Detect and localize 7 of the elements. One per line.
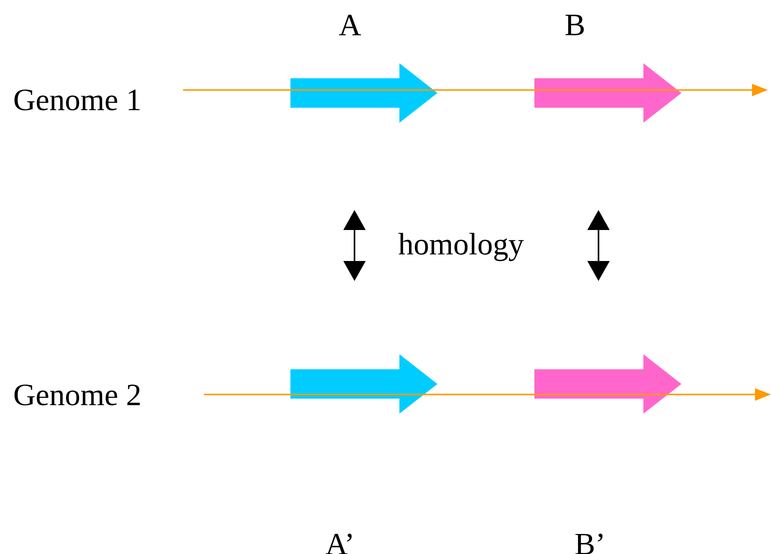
gene-label: B’: [575, 534, 603, 554]
text-label: Genome 2: [14, 384, 140, 406]
gene-label: B: [566, 14, 584, 36]
text-label: Genome 1: [14, 90, 140, 110]
text-label: homology: [398, 232, 524, 262]
gene-label: A: [339, 14, 361, 36]
gene-label: A’: [326, 534, 352, 554]
